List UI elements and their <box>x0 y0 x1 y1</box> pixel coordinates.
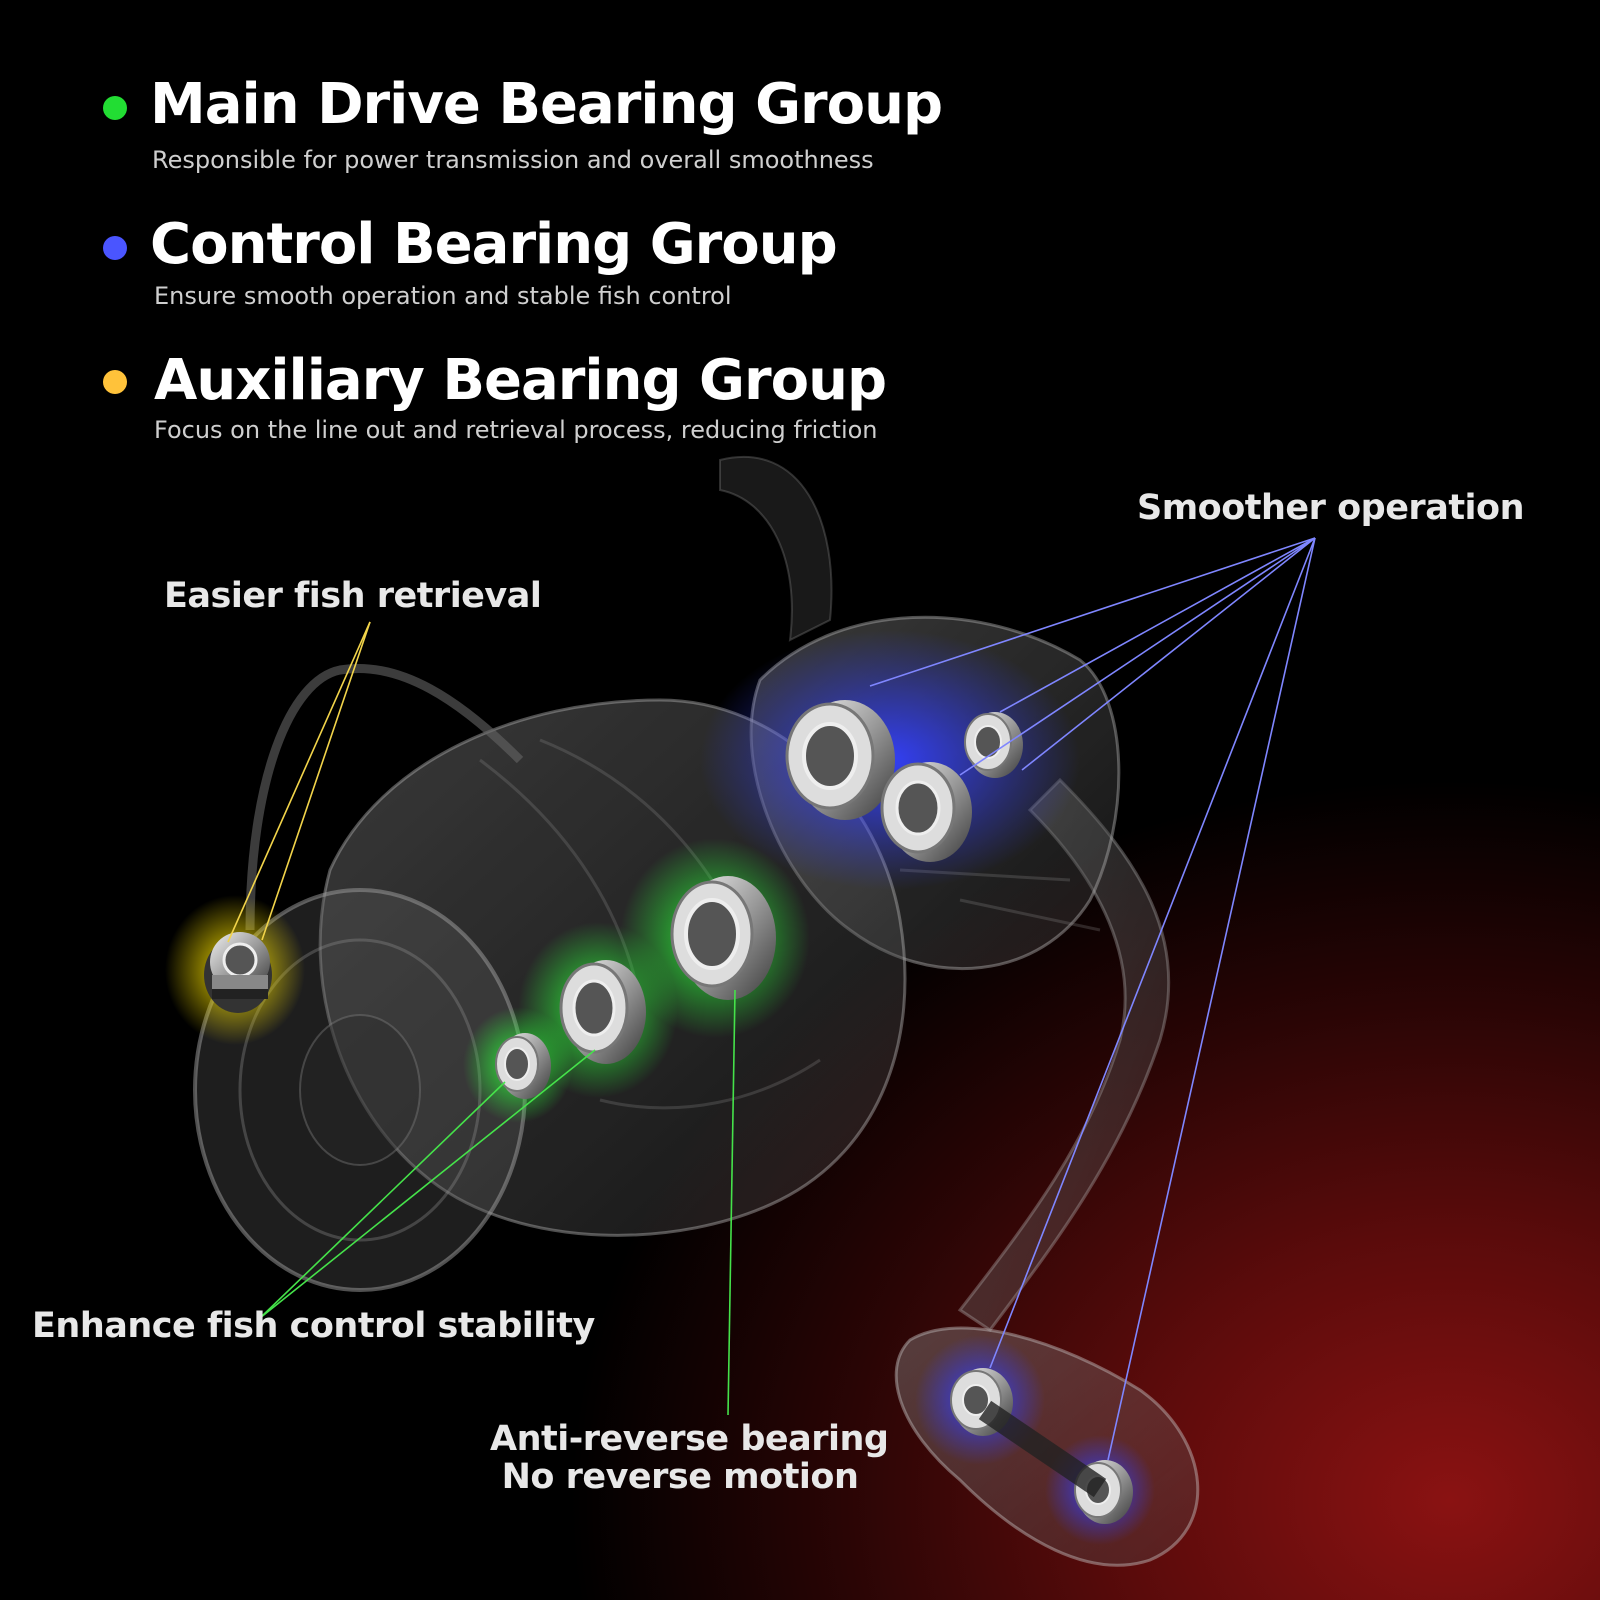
callout-anti-reverse: Anti-reverse bearing No reverse motion <box>490 1419 889 1497</box>
auxiliary-subtitle: Focus on the line out and retrieval proc… <box>154 416 878 444</box>
control-title: Control Bearing Group <box>150 212 838 277</box>
bearing-main-drive-small <box>495 1033 551 1099</box>
control-subtitle: Ensure smooth operation and stable fish … <box>154 282 732 310</box>
main-drive-dot <box>103 96 127 120</box>
control-dot <box>103 236 127 260</box>
leader-lines-easier <box>227 621 371 943</box>
handle-shaft <box>978 1400 1107 1498</box>
callout-anti-reverse-line2: No reverse motion <box>501 1457 859 1497</box>
callout-enhance-fish-control: Enhance fish control stability <box>32 1306 595 1346</box>
bearing-main-drive-medium <box>559 960 646 1064</box>
auxiliary-title: Auxiliary Bearing Group <box>154 348 887 413</box>
bearing-control-medium <box>880 762 972 862</box>
main-drive-subtitle: Responsible for power transmission and o… <box>152 146 874 174</box>
leader-lines-smoother <box>869 537 1316 1461</box>
callout-smoother-operation: Smoother operation <box>1137 488 1525 528</box>
auxiliary-dot <box>103 370 127 394</box>
bearing-auxiliary <box>204 932 272 1013</box>
leader-lines-enhance <box>259 1049 596 1319</box>
leader-lines-anti-reverse <box>727 989 736 1416</box>
main-drive-title: Main Drive Bearing Group <box>150 72 943 137</box>
callout-easier-fish-retrieval: Easier fish retrieval <box>164 576 542 616</box>
bearing-control-large <box>785 700 895 820</box>
callout-anti-reverse-line1: Anti-reverse bearing <box>490 1419 889 1459</box>
bearing-main-drive-large <box>670 876 776 1000</box>
